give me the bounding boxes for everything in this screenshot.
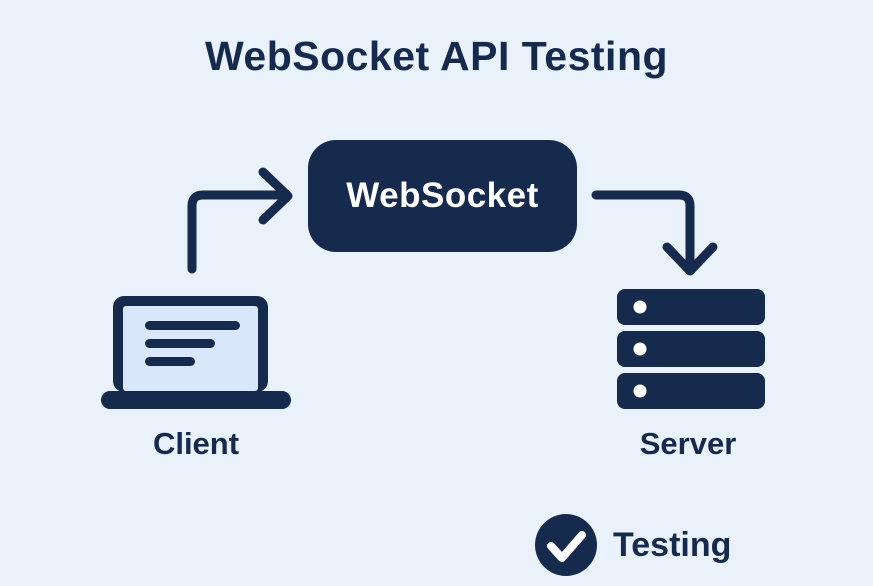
status-badge: Testing — [535, 514, 731, 576]
laptop-icon — [101, 296, 291, 409]
client-to-websocket-arrow — [187, 167, 293, 274]
checkmark-icon — [535, 514, 597, 576]
websocket-to-server-arrow — [591, 190, 718, 276]
websocket-node-label: WebSocket — [346, 176, 539, 215]
server-node-label: Server — [639, 426, 737, 461]
page-title: WebSocket API Testing — [204, 33, 669, 79]
client-node-label: Client — [152, 426, 240, 461]
websocket-node: WebSocket — [308, 140, 577, 252]
server-rack-icon — [617, 289, 765, 409]
status-label: Testing — [613, 526, 732, 564]
